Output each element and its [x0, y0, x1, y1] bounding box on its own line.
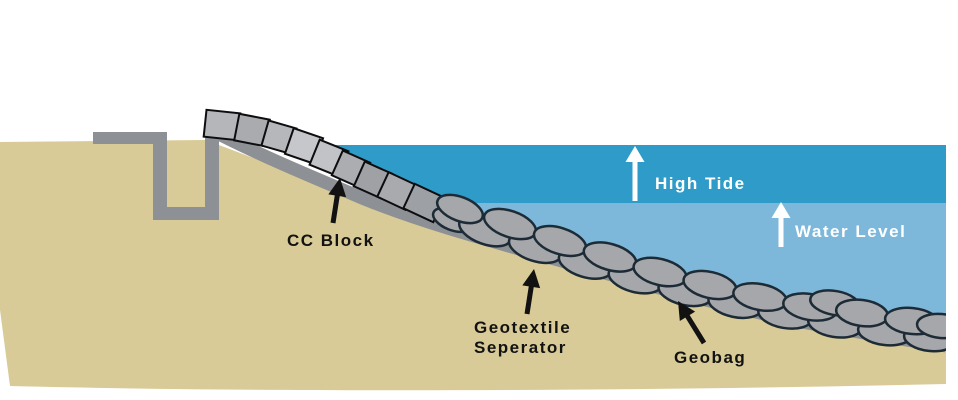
geobag-label: Geobag [674, 348, 746, 367]
geobags-layer [431, 193, 946, 353]
geotextile-arrow [522, 269, 541, 315]
cc-block-label: CC Block [287, 231, 375, 250]
cc-block-arrow [328, 178, 347, 224]
cc-block-arrow-shaft [330, 193, 341, 224]
trench-right-wall [205, 132, 219, 220]
scene [0, 108, 946, 391]
water-level-arrow [771, 202, 791, 247]
geobag [915, 312, 946, 340]
geotextile-label-line2: Seperator [474, 338, 567, 357]
high-tide-arrow-head [625, 146, 645, 162]
water-level-arrow-head [771, 202, 791, 218]
water-level-label: Water Level [795, 222, 906, 241]
geotextile-label-line1: Geotextile [474, 318, 571, 337]
trench-left-wall [153, 132, 167, 220]
annotation-arrows-layer [328, 146, 791, 345]
trench-top-bar [93, 132, 167, 144]
geotextile-arrow-shaft [524, 284, 535, 315]
sand-body [0, 140, 946, 391]
high-tide-label: High Tide [655, 174, 746, 193]
geobag-arrow-shaft [684, 313, 707, 345]
geobag-arrow-head [678, 301, 696, 322]
cc-blocks-layer [202, 108, 446, 224]
high-tide-band [330, 145, 946, 203]
high-tide-arrow [625, 146, 645, 201]
cc-block-arrow-head [328, 178, 347, 198]
geobag-arrow [678, 301, 707, 345]
geobag [435, 193, 485, 225]
trench-bottom-bar [153, 207, 219, 220]
anchor-trench [93, 132, 219, 220]
geotextile-arrow-head [522, 269, 541, 289]
